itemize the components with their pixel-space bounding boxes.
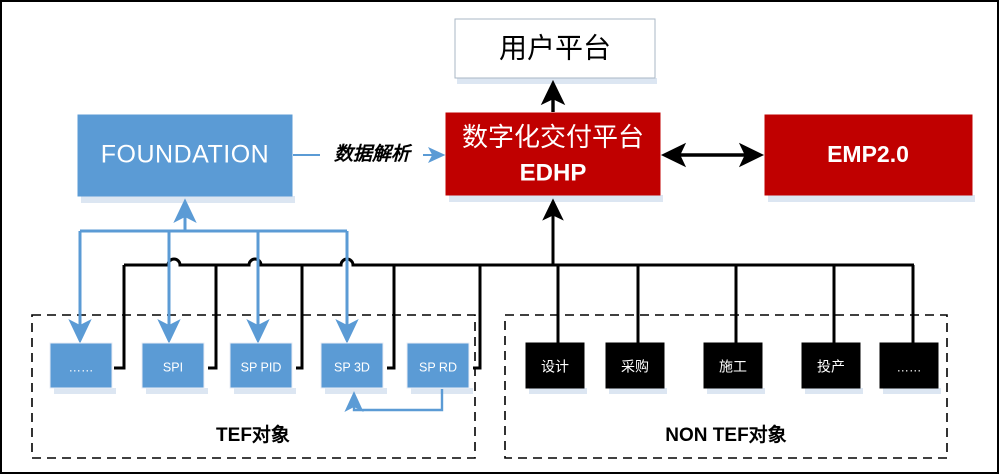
non-tef-item-2-label: 施工 bbox=[719, 359, 747, 375]
node-edhp-label-cn: 数字化交付平台 bbox=[462, 122, 644, 152]
tef-item-3[interactable]: SP 3D bbox=[320, 342, 384, 389]
non-tef-item-1[interactable]: 采购 bbox=[605, 342, 665, 389]
tef-item-2-label: SP PID bbox=[241, 360, 282, 374]
group-tef-container bbox=[31, 314, 476, 459]
non-tef-item-1-label: 采购 bbox=[621, 359, 649, 375]
group-non-tef-container bbox=[504, 314, 948, 459]
tef-items: …… SPI SP PID SP 3D SP RD bbox=[49, 342, 470, 389]
tef-item-2[interactable]: SP PID bbox=[229, 342, 293, 389]
node-emp20-label: EMP2.0 bbox=[827, 141, 909, 167]
tef-item-4[interactable]: SP RD bbox=[406, 342, 470, 389]
tef-item-1-label: SPI bbox=[163, 360, 183, 374]
group-tef-label: TEF对象 bbox=[216, 423, 290, 446]
foundation-tef-connectors bbox=[68, 198, 444, 412]
non-tef-item-4-label: …… bbox=[897, 360, 922, 374]
tef-item-0[interactable]: …… bbox=[49, 342, 113, 389]
node-user-platform-label: 用户平台 bbox=[499, 32, 611, 63]
foundation-to-edhp-edge: 数据解析 bbox=[293, 143, 446, 165]
node-edhp-label-en: EDHP bbox=[520, 159, 587, 186]
group-non-tef-label: NON TEF对象 bbox=[665, 423, 786, 446]
node-emp20[interactable]: EMP2.0 bbox=[764, 114, 973, 196]
non-tef-item-0-label: 设计 bbox=[541, 359, 569, 375]
tef-item-0-label: …… bbox=[69, 360, 94, 374]
non-tef-item-3-label: 投产 bbox=[817, 359, 845, 375]
edge-label-data-parsing: 数据解析 bbox=[334, 143, 413, 165]
tef-item-1[interactable]: SPI bbox=[141, 342, 205, 389]
non-tef-item-0[interactable]: 设计 bbox=[525, 342, 585, 389]
tef-item-4-label: SP RD bbox=[419, 360, 457, 374]
non-tef-item-2[interactable]: 施工 bbox=[703, 342, 763, 389]
node-foundation[interactable]: FOUNDATION bbox=[77, 114, 293, 197]
node-foundation-label: FOUNDATION bbox=[101, 141, 269, 169]
node-edhp[interactable]: 数字化交付平台 EDHP bbox=[445, 112, 661, 196]
tef-item-3-label: SP 3D bbox=[334, 360, 370, 374]
non-tef-item-3[interactable]: 投产 bbox=[801, 342, 861, 389]
non-tef-items: 设计 采购 施工 投产 …… bbox=[525, 342, 939, 389]
non-tef-item-4[interactable]: …… bbox=[879, 342, 939, 389]
non-tef-to-edhp-bus bbox=[556, 265, 915, 343]
node-user-platform[interactable]: 用户平台 bbox=[454, 18, 656, 79]
